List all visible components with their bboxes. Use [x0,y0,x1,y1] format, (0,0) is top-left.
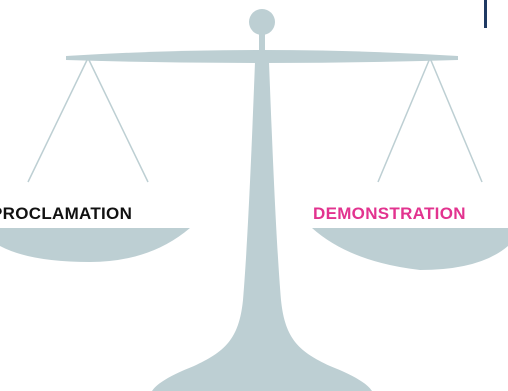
right-string [377,57,431,183]
right-pan-label: DEMONSTRATION [313,204,466,223]
scale-beam [66,50,458,63]
right-string [429,57,483,183]
left-string [87,57,149,183]
scale-pillar [152,62,372,391]
accent-line [484,0,487,28]
left-string [27,57,89,183]
right-pan [312,228,508,270]
left-pan [0,228,190,262]
scale-knob [249,9,275,35]
left-pan-label: PROCLAMATION [0,204,133,223]
